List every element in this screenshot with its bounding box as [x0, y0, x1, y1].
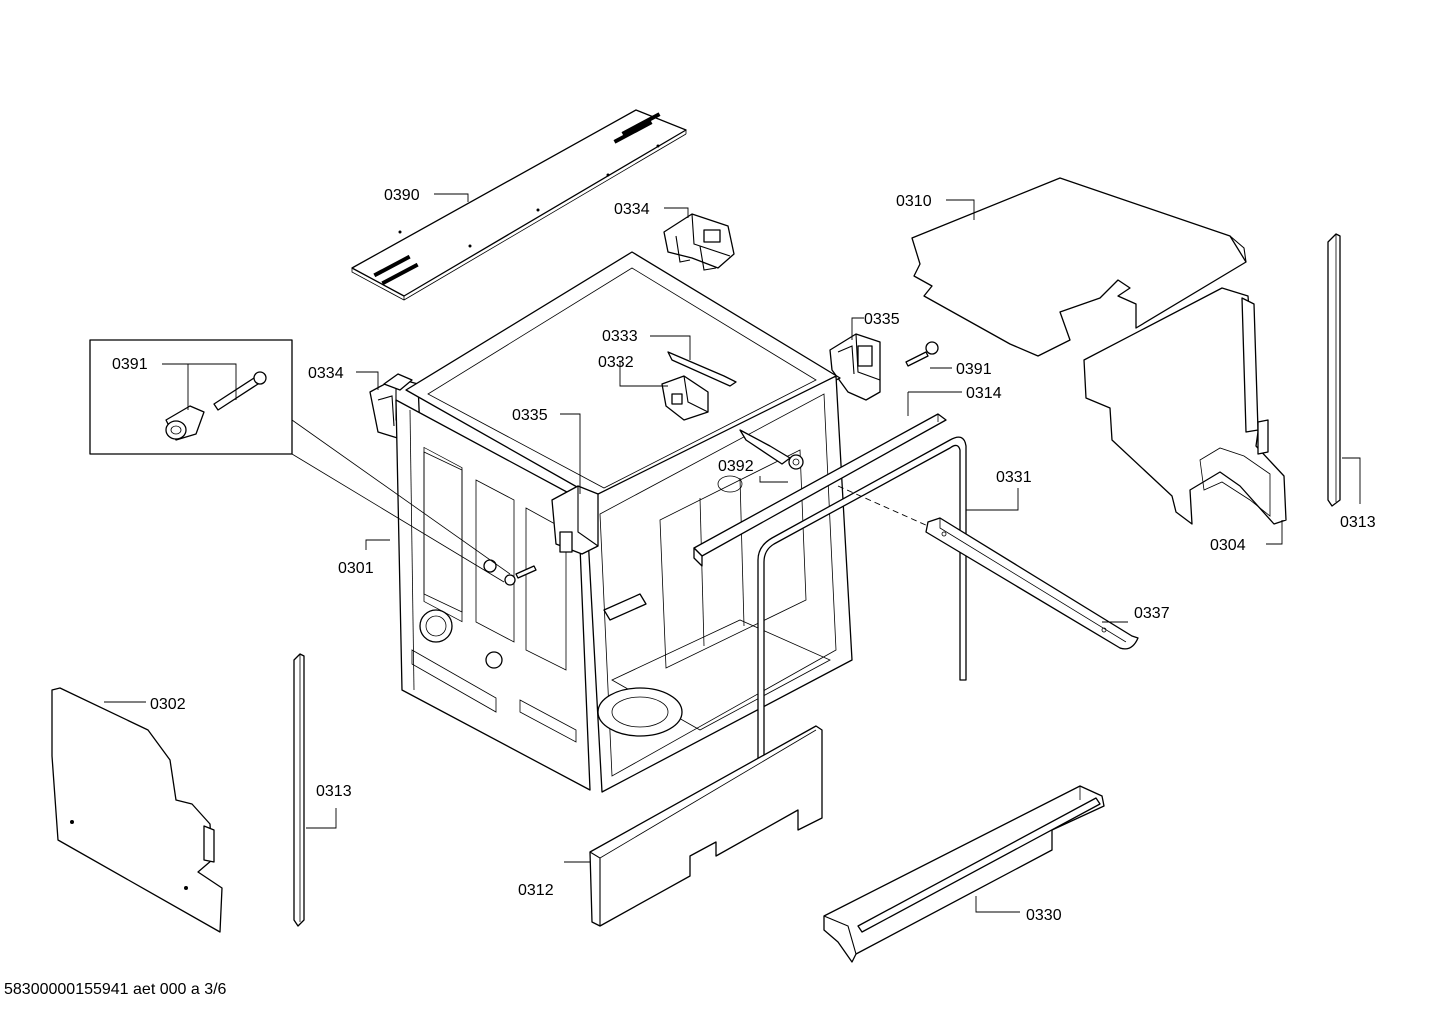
callout-0335-right: 0335	[864, 311, 900, 328]
callout-0334-left: 0334	[308, 365, 344, 382]
diagram-reference-number: 58300000155941 aet 000 a 3/6	[4, 981, 227, 998]
part-0313-strip-left	[293, 653, 305, 927]
part-0301-tub-body	[395, 251, 853, 793]
callout-0333: 0333	[602, 328, 638, 345]
part-0390-top-plate	[351, 109, 687, 301]
part-0331-door-seal	[757, 436, 967, 797]
callout-0337: 0337	[1134, 605, 1170, 622]
callout-0310: 0310	[896, 193, 932, 210]
callout-0302: 0302	[150, 696, 186, 713]
part-0392-roller	[739, 429, 804, 470]
part-0391-right	[905, 341, 939, 367]
part-0335-bracket-left	[551, 485, 599, 555]
callout-0334-top: 0334	[614, 201, 650, 218]
alignment-line	[837, 485, 929, 527]
callout-0313-right: 0313	[1340, 514, 1376, 531]
leader-lines	[104, 193, 1361, 913]
callout-0391-right: 0391	[956, 361, 992, 378]
part-0314-seal-strip	[693, 413, 947, 567]
part-0330-base-rail	[823, 785, 1105, 963]
part-0391-on-tub	[504, 565, 537, 586]
callout-0313-left: 0313	[316, 783, 352, 800]
callout-0335-left: 0335	[512, 407, 548, 424]
callout-0331: 0331	[996, 469, 1032, 486]
callout-0304: 0304	[1210, 537, 1246, 554]
part-0313-strip-right	[1327, 233, 1341, 507]
callout-0332: 0332	[598, 354, 634, 371]
callout-0330: 0330	[1026, 907, 1062, 924]
part-0334-bracket-top	[663, 213, 735, 271]
part-0302-side-panel	[51, 687, 223, 933]
detail-box-0391	[89, 339, 511, 583]
callout-0390: 0390	[384, 187, 420, 204]
callout-0301: 0301	[338, 560, 374, 577]
part-0335-bracket-right	[829, 333, 881, 401]
part-0333-rail	[667, 351, 737, 387]
part-0310-insulation-mat	[911, 177, 1247, 357]
part-0304-side-panel	[1083, 287, 1287, 525]
callout-0392: 0392	[718, 458, 754, 475]
part-0332-latch	[661, 375, 709, 421]
callout-0314: 0314	[966, 385, 1002, 402]
callout-0391-detail: 0391	[112, 356, 148, 373]
part-0312-front-panel	[589, 725, 823, 927]
callout-0312: 0312	[518, 882, 554, 899]
part-0337-side-rail	[925, 517, 1139, 650]
